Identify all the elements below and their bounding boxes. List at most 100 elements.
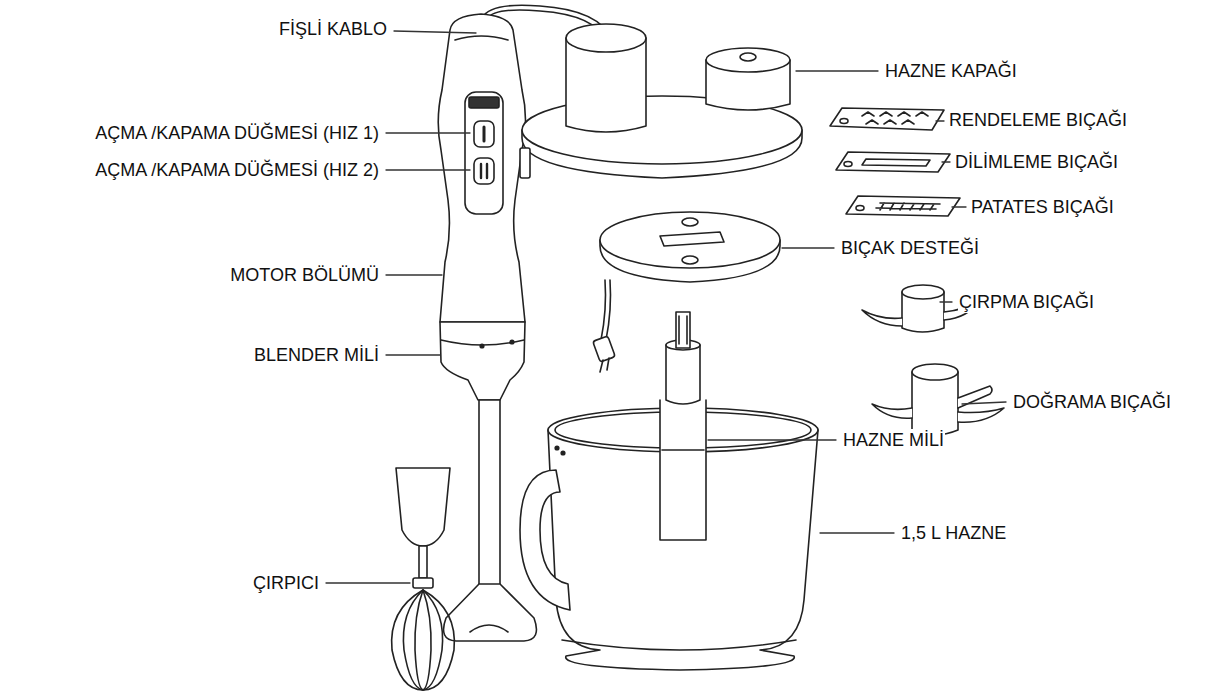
power-cable [601,280,606,340]
motor-body [438,14,525,322]
bowl-lid [740,53,756,61]
bowl-shaft [676,312,690,348]
bowl-shaft [662,449,704,451]
grating-blade [840,119,848,124]
blender-shaft [479,400,500,586]
leader-line [326,582,410,583]
grating-blade [862,112,928,124]
slicing-blade [844,162,852,167]
part-label: FİŞLİ KABLO [278,18,388,40]
leader-line [936,120,944,121]
part-label: MOTOR BÖLÜMÜ [229,264,380,286]
blade-holder [682,218,698,226]
part-label: RENDELEME BIÇAĞI [948,109,1128,131]
bowl-lid [520,148,530,178]
grating-blade [830,108,944,130]
part-label: PATATES BIÇAĞI [970,196,1115,218]
motor-body [455,36,508,40]
power-plug [593,336,616,372]
potato-blade [846,196,960,216]
motor-body [481,164,487,178]
grating-blade [830,108,944,130]
motor-body [474,121,494,147]
part-label: ÇIRPMA BIÇAĞI [958,291,1095,313]
leader-line [952,206,966,207]
bowl-lid [706,48,790,72]
blade-holder [600,212,780,282]
bowl-lid [566,24,646,52]
whisk [415,590,431,690]
part-label: HAZNE KAPAĞI [884,60,1018,82]
part-label: AÇMA /KAPAMA DÜĞMESİ (HIZ 2) [94,159,380,181]
leader-line [394,31,476,33]
leader-line [386,132,470,133]
blender-shaft [440,322,525,400]
part-label: DİLİMLEME BIÇAĞI [954,151,1119,173]
bowl [520,470,570,610]
leader-line [782,247,834,248]
whisk [419,546,427,578]
leader-line [962,402,1006,404]
part-label: BIÇAK DESTEĞİ [840,237,980,259]
blender-shaft [470,625,508,632]
chopping-blade [912,364,958,380]
power-cable [606,280,611,340]
part-label: BLENDER MİLİ [253,344,380,366]
blender-shaft [440,322,536,641]
leader-line [326,31,1006,583]
beater-blade [862,310,902,326]
power-plug [600,358,609,372]
leader-line [820,532,894,533]
whisk [403,590,442,690]
leader-line [386,354,440,355]
leader-line [940,301,952,302]
part-label: 1,5 L HAZNE [900,522,1007,544]
bowl-shaft [679,316,687,344]
motor-body [438,14,525,322]
blade-holder [600,212,780,268]
motor-body [465,92,503,214]
blender-shaft [480,344,484,348]
slicing-blade [836,152,950,172]
part-label: DOĞRAMA BIÇAĞI [1012,391,1172,413]
bowl-lid [520,24,802,178]
beater-blade [902,285,944,299]
chopping-blade [912,372,958,435]
whisk [392,590,455,690]
power-plug [593,336,616,362]
potato-blade [846,196,960,216]
motor-body [474,158,494,184]
leader-line [386,169,470,170]
slicing-blade [862,159,930,166]
blender-shaft [510,340,514,344]
part-label: ÇIRPICI [252,572,320,594]
whisk [396,468,450,546]
leader-line [942,161,950,162]
part-label: HAZNE MİLİ [842,429,945,451]
potato-blade [856,206,864,211]
bowl [562,640,796,650]
whisk [392,468,455,690]
part-label: AÇMA /KAPAMA DÜĞMESİ (HIZ 1) [94,122,380,144]
chopping-blade [958,408,1004,422]
motor-body [469,97,499,108]
bowl-shaft [660,312,706,540]
blade-holder [682,256,698,264]
blade-holder [660,232,724,246]
bowl [555,446,559,450]
bowl-shaft [666,345,700,404]
chopping-blade [872,404,912,418]
leader-line [708,439,836,440]
chopping-blade [872,364,1004,435]
whisk [392,590,455,690]
blender-shaft [444,584,537,641]
bowl-shaft [660,400,706,540]
leader-line [386,274,442,275]
leader-line [796,70,878,71]
motor-body [483,127,486,141]
bowl [561,451,565,455]
chopping-blade [958,386,992,408]
slicing-blade [836,152,950,172]
potato-blade [876,203,940,210]
